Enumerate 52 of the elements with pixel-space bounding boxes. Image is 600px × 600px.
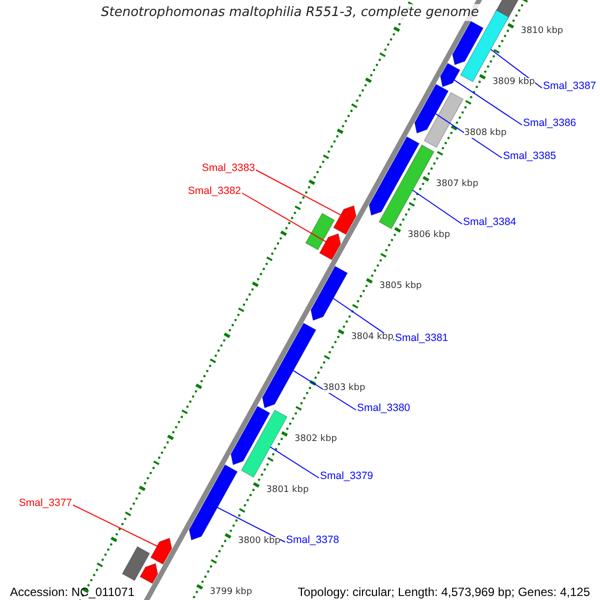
leader-line — [72, 504, 158, 547]
gene-feature — [368, 136, 420, 216]
accession-text: Accession: NC_011071 — [9, 586, 136, 598]
leader-line — [242, 192, 326, 242]
leader-line — [332, 298, 394, 340]
scale-label: 3809 kbp — [492, 78, 535, 87]
gene-block — [378, 144, 435, 230]
gene-label: Smal_3378 — [286, 535, 340, 546]
gene-block — [305, 212, 335, 250]
gene-label: Smal_3379 — [320, 471, 374, 482]
gene-feature — [310, 266, 348, 321]
gene-label: Smal_3387 — [543, 81, 596, 92]
gene-feature — [262, 322, 316, 408]
scale-label: 3810 kbp — [520, 26, 564, 36]
gene-label: Smal_3381 — [395, 333, 448, 344]
gene-label: Smal_3386 — [523, 118, 576, 128]
scale-label: 3806 kbp — [408, 230, 450, 240]
scale-label: 3808 kbp — [464, 128, 507, 138]
gene-feature — [230, 406, 270, 466]
gene-label: Smal_3377 — [18, 498, 72, 508]
gene-feature — [452, 20, 484, 66]
gene-label: Smal_3385 — [503, 151, 556, 162]
gene-feature — [140, 562, 158, 584]
gene-block — [240, 410, 288, 478]
leader-line — [256, 170, 342, 216]
gene-label: Smal_3382 — [188, 186, 241, 196]
leader-line — [412, 190, 462, 224]
scale-label: 3799 kbp — [210, 588, 252, 597]
scale-label: 3807 kbp — [436, 180, 478, 189]
gene-feature — [414, 84, 449, 134]
leader-line — [270, 446, 320, 478]
leader-line — [216, 507, 286, 542]
scale-label: 3802 kbp — [294, 434, 337, 444]
leader-line — [292, 370, 356, 410]
gene-label: Smal_3384 — [463, 217, 516, 228]
genome-info-text: Topology: circular; Length: 4,573,969 bp; Genes: 4,125 — [296, 586, 591, 598]
leader-line — [454, 80, 522, 126]
scale-label: 3803 kbp — [322, 384, 366, 393]
gene-block — [424, 92, 464, 148]
leader-line — [435, 113, 502, 158]
gene-feature — [333, 205, 357, 235]
gene-feature — [150, 538, 172, 565]
gene-feature — [319, 233, 342, 260]
scale-label: 3804 kbp — [351, 332, 394, 342]
leader-line — [490, 48, 542, 88]
scale-label: 3805 kbp — [379, 282, 422, 291]
gene-label: Smal_3380 — [357, 403, 410, 414]
scale-label: 3800 kbp — [238, 536, 280, 546]
scale-label: 3801 kbp — [266, 486, 309, 495]
gene-feature — [188, 464, 238, 541]
gene-block — [122, 546, 150, 582]
gene-label: Smal_3383 — [202, 163, 255, 174]
